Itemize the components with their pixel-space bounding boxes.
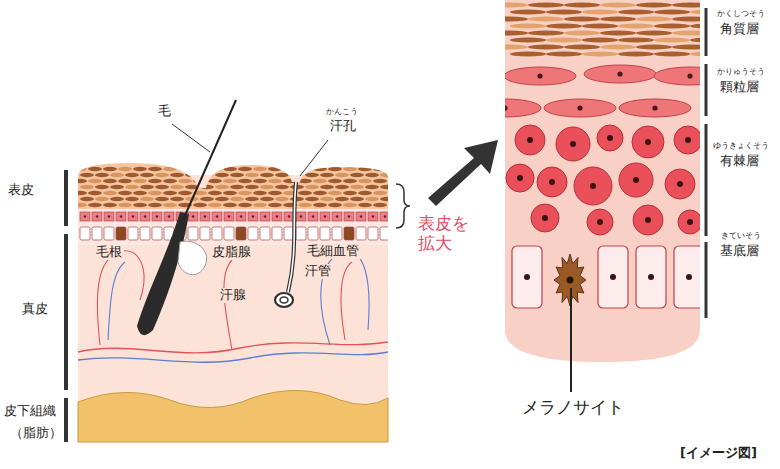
part-label: 汗孔 [330, 119, 356, 134]
part-label: メラノサイト [522, 398, 624, 418]
cross-section [73, 100, 409, 442]
layer-bar [705, 8, 708, 56]
capillary [97, 251, 144, 345]
layer-bar [64, 398, 68, 442]
part-label: 角質層 [720, 22, 759, 37]
hair-root [137, 212, 189, 335]
ruby-reading: かんこう [326, 107, 358, 116]
layer-bar [705, 64, 708, 116]
sebaceous-gland [178, 241, 207, 274]
part-label: 毛 [158, 104, 171, 119]
epidermis [73, 160, 409, 250]
part-label: 毛根 [94, 245, 124, 260]
part-label: 表皮 [8, 183, 34, 198]
dermis [78, 175, 388, 442]
leader-line [300, 140, 328, 176]
artery [78, 342, 388, 353]
capillary [341, 262, 352, 340]
part-label: 汗腺 [218, 288, 248, 303]
layer-bar [705, 124, 708, 236]
part-label: 皮下組織 [4, 404, 56, 419]
brace [396, 184, 410, 228]
part-label: 表皮を 拡大 [418, 214, 476, 253]
layer-bar [64, 170, 68, 226]
part-label: 毛細血管 [305, 244, 361, 259]
part-label: 皮脂腺 [210, 245, 253, 260]
part-label: 真皮 [22, 302, 48, 317]
part-label: [イメージ図] [680, 446, 757, 461]
part-label: 汗管 [303, 264, 333, 279]
sweat-gland [275, 293, 293, 307]
layer-bar [64, 234, 68, 390]
part-label: 有棘層 [720, 154, 759, 169]
sweat-duct [288, 182, 296, 292]
capillary [108, 262, 125, 340]
layer-bar [705, 242, 708, 318]
part-label: 顆粒層 [720, 80, 759, 95]
ruby-reading: ゆうきょくそう [713, 141, 769, 150]
magnified-epidermis [469, 0, 726, 365]
leader-line [172, 124, 210, 152]
ruby-reading: きていそう [721, 231, 761, 240]
ruby-reading: かくしつそう [717, 9, 765, 18]
leader-line [570, 288, 572, 392]
part-label: （脂肪） [10, 426, 62, 441]
ruby-reading: かりゅうそう [717, 67, 765, 76]
zoom-arrow [428, 140, 498, 206]
vein [78, 352, 388, 362]
fat-layer [78, 390, 388, 442]
hair [183, 100, 236, 220]
part-label: 基底層 [720, 244, 759, 259]
capillary [224, 260, 232, 350]
